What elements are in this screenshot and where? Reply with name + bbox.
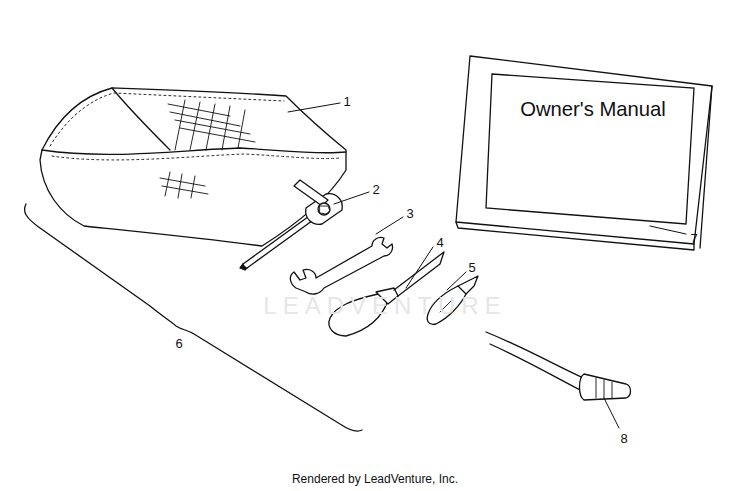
callout-number: 7 (690, 232, 697, 245)
pouch-hatching (160, 100, 255, 198)
credit-line: Rendered by LeadVenture, Inc. (292, 473, 458, 485)
callout-number: 3 (406, 207, 413, 220)
pouch-stitching (50, 93, 340, 160)
callout-number: 5 (468, 261, 475, 274)
callout-number: 4 (436, 236, 443, 249)
watermark: LEADVENTURE (263, 294, 506, 318)
open-end-wrench (290, 237, 392, 294)
callout-number: 6 (175, 337, 182, 350)
callout-number: 8 (620, 432, 627, 445)
pouch-fold (42, 148, 346, 154)
manual-cover: Owner's Manual (492, 74, 694, 224)
pouch-flap (112, 88, 170, 150)
wire-clip (486, 332, 631, 400)
manual-book (456, 56, 712, 244)
manual-title: Owner's Manual (492, 98, 694, 121)
callout-number: 1 (343, 95, 350, 108)
socket-wrench (240, 180, 342, 270)
callout-number: 2 (372, 183, 379, 196)
manual-cover-outline (492, 74, 694, 224)
